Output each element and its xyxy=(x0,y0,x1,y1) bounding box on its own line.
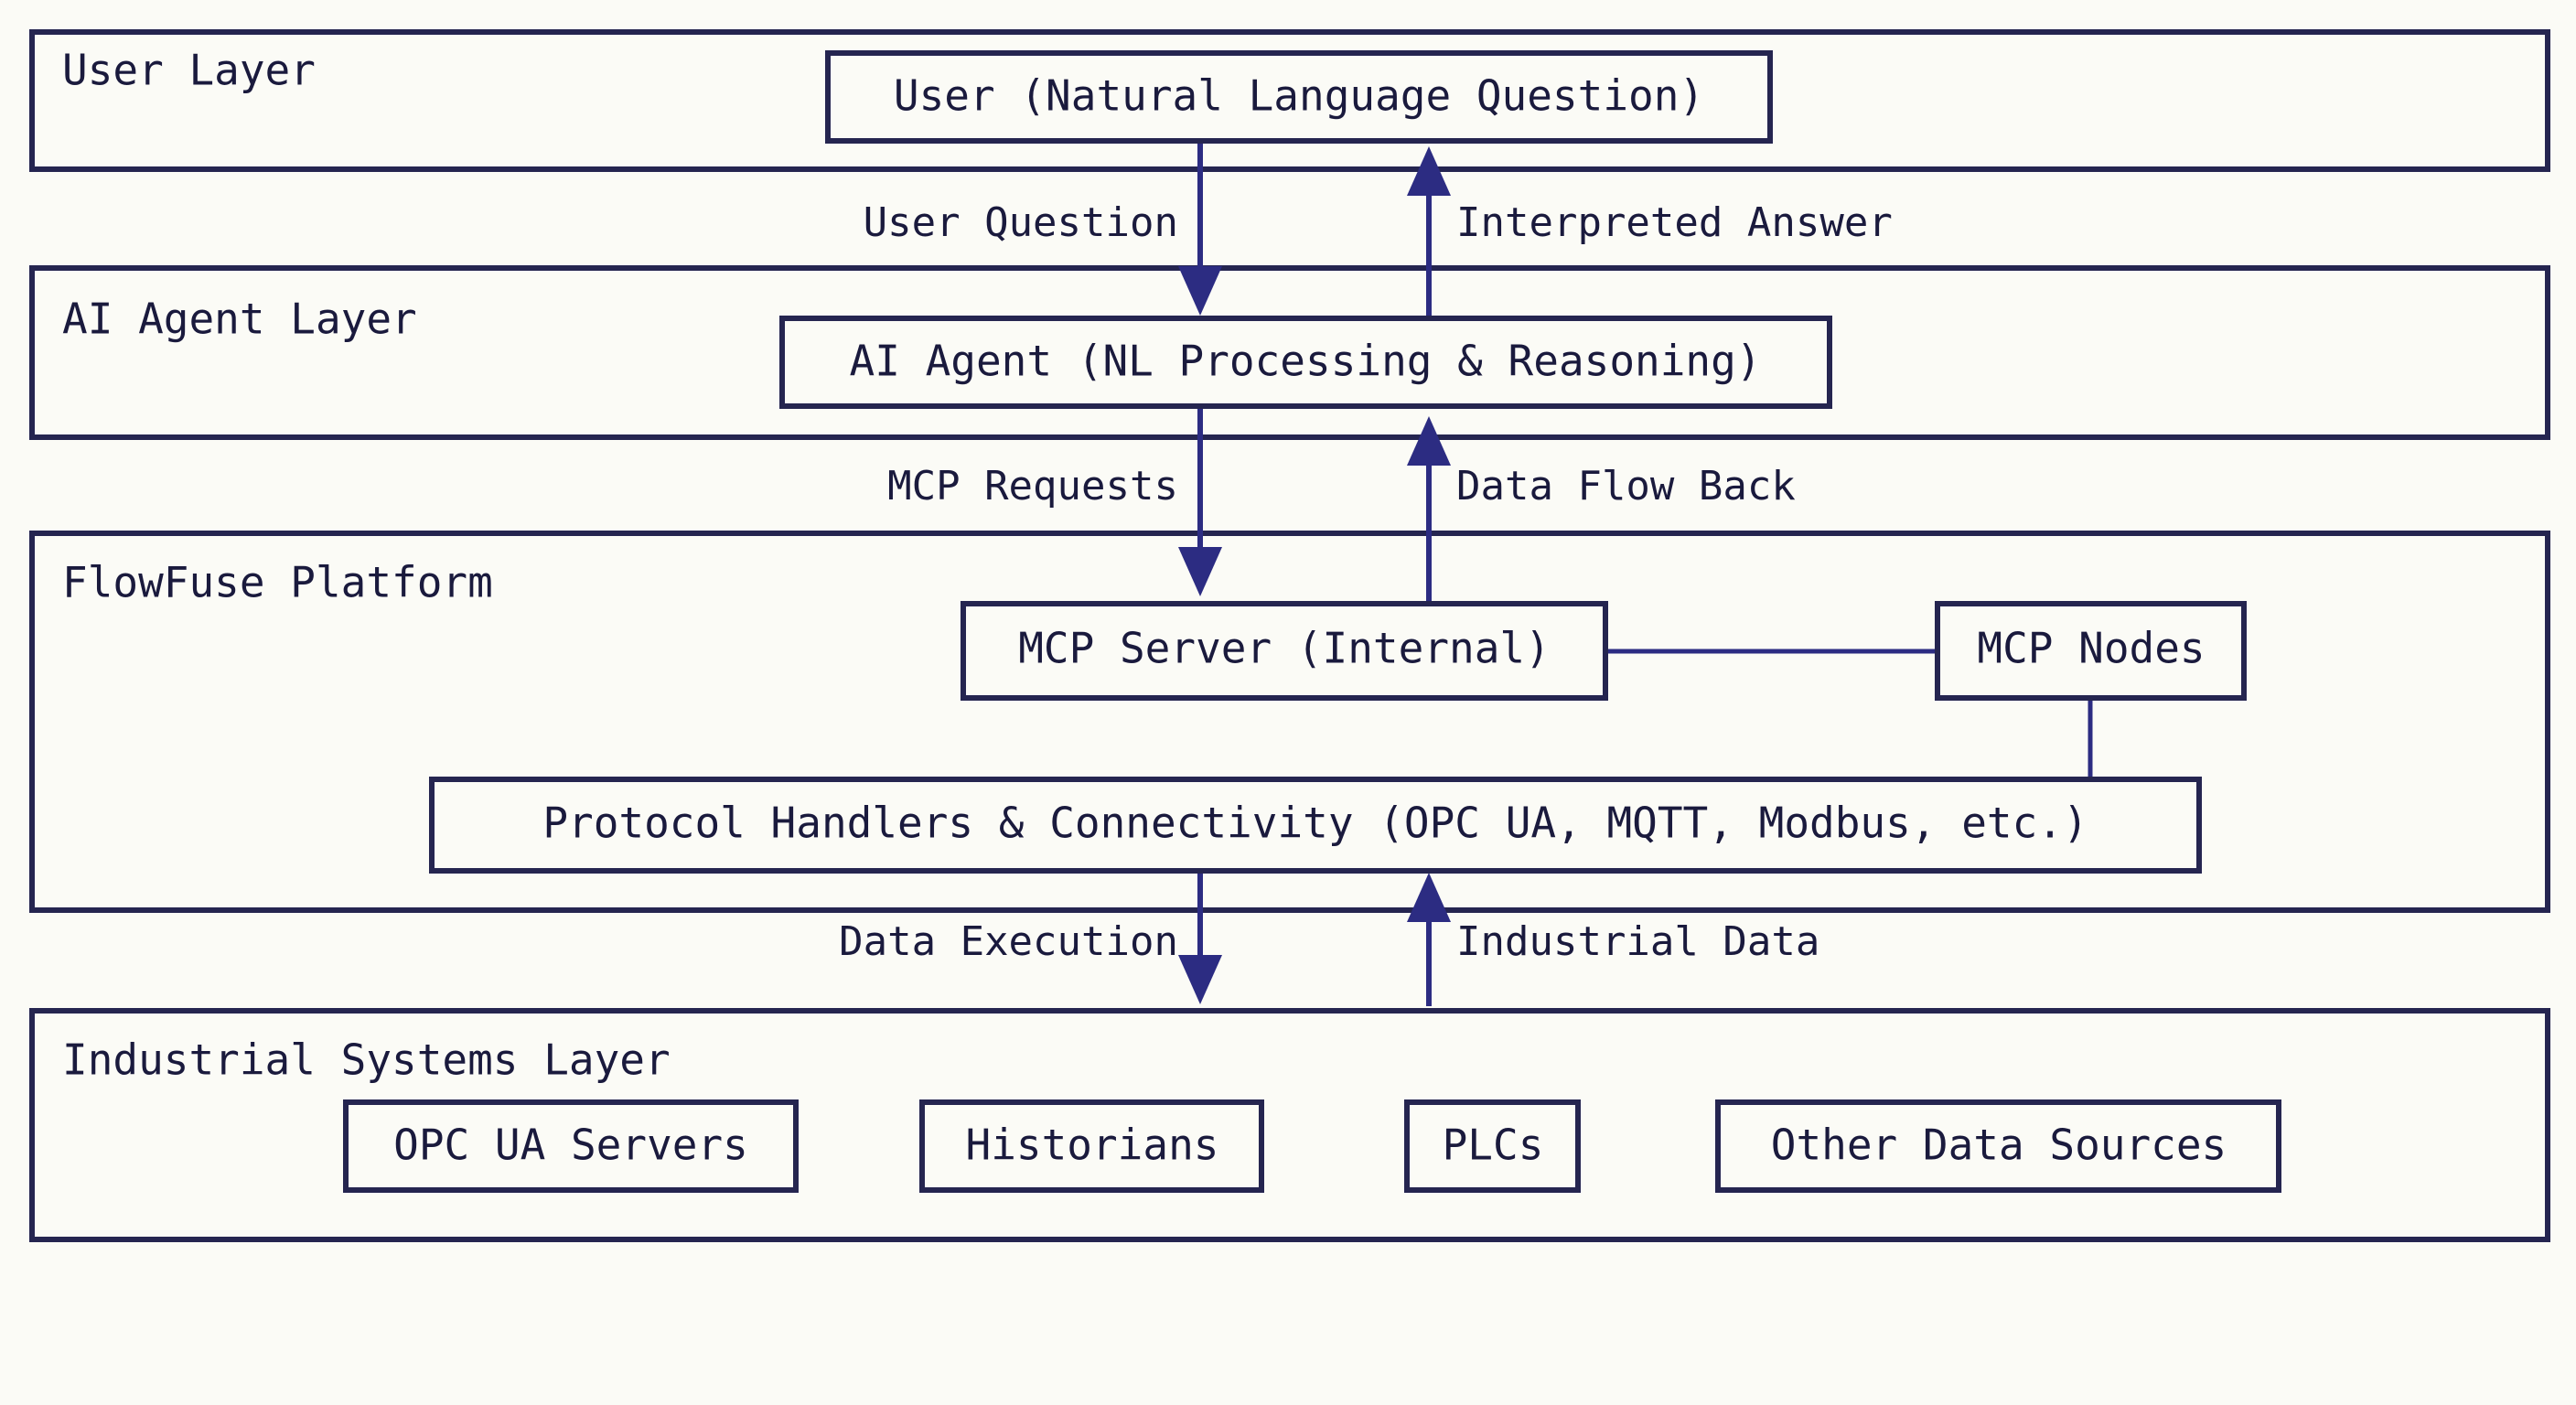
node-box-mcp-server[interactable] xyxy=(961,601,1608,701)
node-mcp-nodes[interactable]: MCP Nodes xyxy=(1935,601,2247,701)
arrow-head-down-data-execution xyxy=(1178,955,1222,1004)
node-label-mcp-server: MCP Server (Internal) xyxy=(1018,624,1551,673)
edge-label-data-execution: Data Execution xyxy=(839,918,1178,965)
node-box-opc-ua-servers[interactable] xyxy=(343,1099,799,1193)
node-label-opc-ua-servers: OPC UA Servers xyxy=(393,1121,748,1170)
edge-data-execution: Data Execution xyxy=(839,871,1222,1004)
arrow-head-up-interpreted-answer xyxy=(1407,146,1451,196)
node-plcs[interactable]: PLCs xyxy=(1404,1099,1581,1193)
node-box-user[interactable] xyxy=(825,50,1773,144)
arrow-head-down-mcp-requests xyxy=(1178,547,1222,596)
node-box-plcs[interactable] xyxy=(1404,1099,1581,1193)
edge-mcp-requests: MCP Requests xyxy=(887,407,1222,596)
arrow-head-up-data-flow-back xyxy=(1407,416,1451,466)
node-opc-ua-servers[interactable]: OPC UA Servers xyxy=(343,1099,799,1193)
edge-label-interpreted-answer: Interpreted Answer xyxy=(1456,199,1893,246)
node-protocol-handlers[interactable]: Protocol Handlers & Connectivity (OPC UA… xyxy=(429,777,2202,874)
node-user[interactable]: User (Natural Language Question) xyxy=(825,50,1773,144)
node-box-protocol-handlers[interactable] xyxy=(429,777,2202,874)
arrow-head-down-user-question xyxy=(1178,266,1222,316)
edge-data-flow-back: Data Flow Back xyxy=(1407,416,1796,602)
node-box-mcp-nodes[interactable] xyxy=(1935,601,2247,701)
edge-label-user-question: User Question xyxy=(864,199,1178,246)
node-box-other-data-sources[interactable] xyxy=(1715,1099,2281,1193)
layer-title-user: User Layer xyxy=(62,46,316,95)
node-other-data-sources[interactable]: Other Data Sources xyxy=(1715,1099,2281,1193)
node-label-other-data-sources: Other Data Sources xyxy=(1771,1121,2227,1170)
edge-label-data-flow-back: Data Flow Back xyxy=(1456,463,1796,509)
edge-user-question: User Question xyxy=(864,139,1222,316)
node-mcp-server[interactable]: MCP Server (Internal) xyxy=(961,601,1608,701)
layer-title-ai-agent: AI Agent Layer xyxy=(62,295,417,344)
node-label-plcs: PLCs xyxy=(1443,1121,1544,1170)
node-label-ai-agent: AI Agent (NL Processing & Reasoning) xyxy=(850,337,1762,386)
node-label-protocol-handlers: Protocol Handlers & Connectivity (OPC UA… xyxy=(542,799,2088,848)
edge-label-mcp-requests: MCP Requests xyxy=(887,463,1178,509)
arrow-head-up-industrial-data xyxy=(1407,873,1451,922)
node-historians[interactable]: Historians xyxy=(919,1099,1264,1193)
node-label-mcp-nodes: MCP Nodes xyxy=(1977,624,2205,673)
node-ai-agent[interactable]: AI Agent (NL Processing & Reasoning) xyxy=(779,316,1832,409)
edge-interpreted-answer: Interpreted Answer xyxy=(1407,146,1893,327)
layer-title-industrial: Industrial Systems Layer xyxy=(62,1035,671,1085)
node-label-user: User (Natural Language Question) xyxy=(894,71,1704,121)
node-box-ai-agent[interactable] xyxy=(779,316,1832,409)
edge-industrial-data: Industrial Data xyxy=(1407,873,1819,1006)
edge-label-industrial-data: Industrial Data xyxy=(1456,918,1819,965)
node-box-historians[interactable] xyxy=(919,1099,1264,1193)
node-label-historians: Historians xyxy=(966,1121,1219,1170)
layer-title-flowfuse: FlowFuse Platform xyxy=(62,558,493,607)
